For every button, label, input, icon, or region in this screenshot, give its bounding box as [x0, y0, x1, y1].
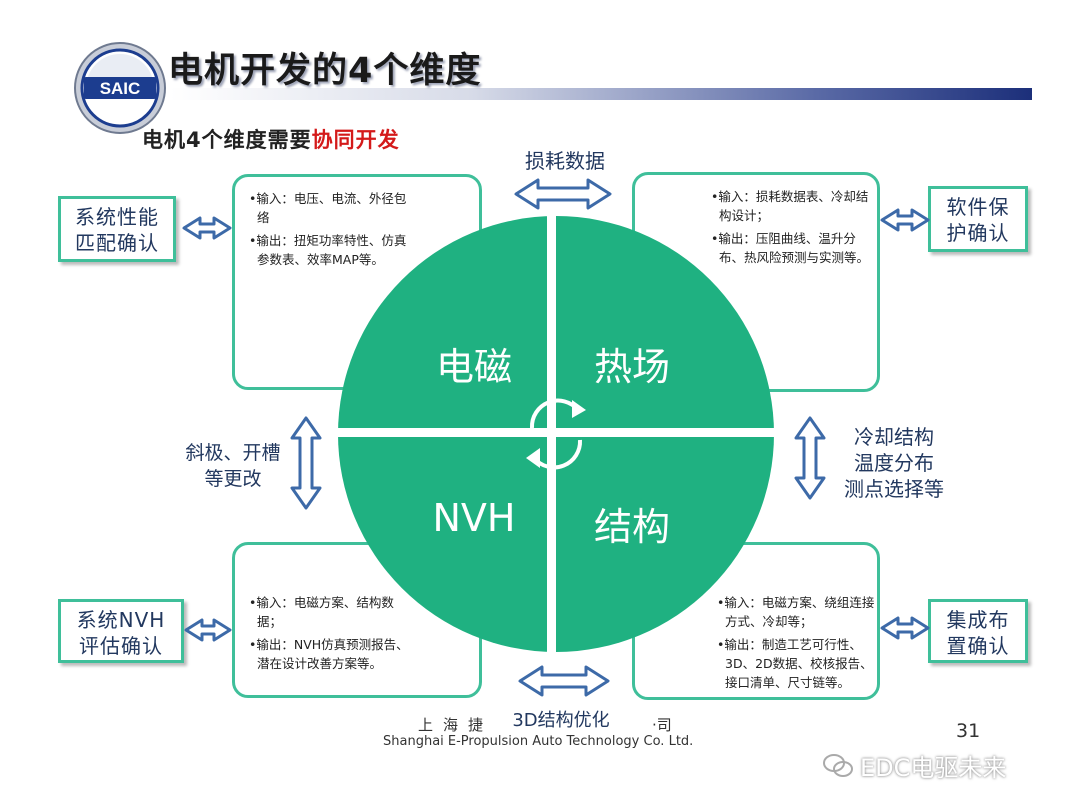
watermark: EDC电驱未来	[860, 754, 1007, 782]
side-box-line: 集成布	[946, 608, 1010, 632]
logo-text: SAIC	[100, 79, 141, 98]
subtitle-prefix: 电机4个维度需要	[142, 128, 312, 152]
side-box-system-nvh: 系统NVH 评估确认	[58, 599, 184, 663]
subtitle: 电机4个维度需要协同开发	[142, 124, 400, 154]
dimension-circle	[336, 214, 776, 654]
double-arrow-icon	[290, 416, 322, 510]
quadrant-label-nvh: NVH	[432, 496, 516, 540]
label-skew-slot: 斜极、开槽 等更改	[178, 440, 288, 492]
subtitle-highlight: 协同开发	[311, 128, 400, 152]
side-box-line: 软件保	[946, 195, 1010, 219]
label-line: 测点选择等	[844, 477, 944, 501]
info-input: •输入：电磁方案、结构数据；	[249, 595, 394, 629]
side-box-line: 置确认	[946, 634, 1010, 658]
page-title: 电机开发的4个维度	[168, 51, 482, 91]
quadrant-label-thermal: 热场	[593, 345, 670, 389]
quadrant-label-structure: 结构	[593, 505, 670, 549]
side-box-software-protection: 软件保 护确认	[928, 186, 1028, 252]
side-box-line: 系统性能	[75, 205, 159, 229]
info-output: •输出：扭矩功率特性、仿真参数表、效率MAP等。	[249, 233, 407, 267]
side-box-line: 系统NVH	[76, 608, 166, 632]
double-arrow-icon	[182, 216, 232, 240]
double-arrow-icon	[184, 618, 232, 642]
double-arrow-icon	[518, 665, 610, 697]
company-name-en: Shanghai E-Propulsion Auto Technology Co…	[383, 734, 694, 749]
label-loss-data: 损耗数据	[525, 149, 605, 173]
label-line: 斜极、开槽	[185, 442, 281, 464]
wechat-icon	[823, 754, 853, 777]
company-name-cn-tail: ·司	[652, 716, 672, 734]
page-number: 31	[956, 720, 981, 742]
label-cooling-structure: 冷却结构 温度分布 测点选择等	[826, 424, 962, 502]
label-3d-optimization: 3D结构优化	[512, 710, 610, 731]
side-box-line: 护确认	[946, 221, 1010, 245]
double-arrow-icon	[880, 208, 930, 232]
label-line: 等更改	[204, 468, 262, 490]
double-arrow-icon	[794, 416, 826, 500]
cycle-icon	[529, 398, 583, 470]
info-input: •输入：损耗数据表、冷却结构设计；	[711, 189, 869, 223]
double-arrow-icon	[514, 178, 612, 210]
info-output: •输出：制造工艺可行性、3D、2D数据、校核报告、接口清单、尺寸链等。	[717, 637, 873, 690]
double-arrow-icon	[880, 616, 930, 640]
saic-logo: SAIC	[74, 42, 166, 134]
info-output: •输出：NVH仿真预测报告、潜在设计改善方案等。	[249, 637, 409, 671]
info-output: •输出：压阻曲线、温升分布、热风险预测与实测等。	[711, 231, 870, 265]
title-underline	[170, 88, 1032, 100]
side-box-line: 评估确认	[79, 634, 163, 658]
info-input: •输入：电磁方案、绕组连接方式、冷却等；	[717, 595, 875, 629]
quadrant-label-electromagnetic: 电磁	[435, 345, 512, 389]
side-box-integration-layout: 集成布 置确认	[928, 599, 1028, 663]
label-line: 冷却结构	[854, 425, 934, 449]
side-box-line: 匹配确认	[75, 231, 159, 255]
info-input: •输入：电压、电流、外径包络	[249, 191, 407, 225]
company-name-cn: 上海捷	[418, 716, 494, 734]
label-line: 温度分布	[854, 451, 934, 475]
side-box-system-performance: 系统性能 匹配确认	[58, 196, 176, 262]
